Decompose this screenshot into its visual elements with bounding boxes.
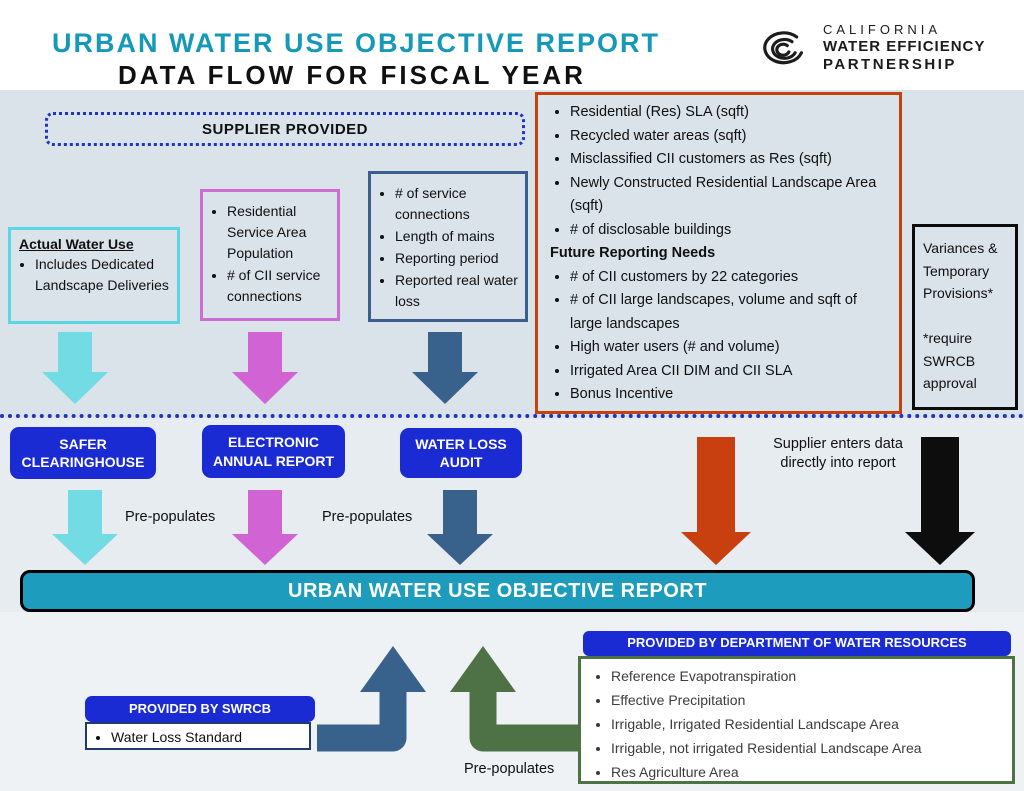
dotted-divider-line xyxy=(0,414,1024,418)
magenta-down-arrow-bottom xyxy=(232,490,298,565)
list-item: Misclassified CII customers as Res (sqft… xyxy=(570,148,891,172)
list-item: Effective Precipitation xyxy=(611,689,1004,712)
blue-down-arrow-bottom xyxy=(427,490,493,565)
list-item: Reported real water loss xyxy=(395,270,523,312)
page-subtitle: DATA FLOW FOR FISCAL YEAR xyxy=(118,60,586,90)
water-loss-audit-pill: WATER LOSS AUDIT xyxy=(400,428,522,478)
logo-wordmark: CALIFORNIA WATER EFFICIENCY PARTNERSHIP xyxy=(823,22,985,74)
pre-populates-label-2: Pre-populates xyxy=(322,509,413,525)
actual-water-use-list: Includes Dedicated Landscape Deliveries xyxy=(17,254,171,296)
supplier-direct-entry-label: Supplier enters data directly into repor… xyxy=(773,436,903,471)
list-item: Irrigable, not irrigated Residential Lan… xyxy=(611,737,1004,760)
dwr-content-box: Reference Evapotranspiration Effective P… xyxy=(578,656,1015,784)
urban-water-use-objective-report-bar: URBAN WATER USE OBJECTIVE REPORT xyxy=(20,570,975,612)
black-down-arrow xyxy=(905,437,975,565)
swrcb-list: Water Loss Standard xyxy=(91,727,305,747)
future-reporting-list: # of CII customers by 22 categories # of… xyxy=(548,266,891,407)
logo-line-california: CALIFORNIA xyxy=(823,22,942,37)
list-item: Res Agriculture Area xyxy=(611,761,1004,784)
calwep-logo: CALIFORNIA WATER EFFICIENCY PARTNERSHIP xyxy=(748,22,985,74)
list-item: Residential (Res) SLA (sqft) xyxy=(570,101,891,125)
list-item: # of disclosable buildings xyxy=(570,219,891,243)
supplier-provided-label: SUPPLIER PROVIDED xyxy=(45,112,525,146)
variances-footnote: *require SWRCB approval xyxy=(923,330,977,392)
residential-population-box: Residential Service Area Population # of… xyxy=(200,189,340,321)
actual-water-use-box: Actual Water Use Includes Dedicated Land… xyxy=(8,227,180,324)
magenta-down-arrow-top xyxy=(232,332,298,404)
list-item: Water Loss Standard xyxy=(111,727,305,747)
swirl-logo-icon xyxy=(763,31,803,64)
cyan-down-arrow-top xyxy=(42,332,108,404)
variances-box: Variances & Temporary Provisions* *requi… xyxy=(912,224,1018,410)
swrcb-elbow-arrow xyxy=(317,646,426,752)
list-item: Reporting period xyxy=(395,248,523,269)
list-item: Bonus Incentive xyxy=(570,383,891,407)
list-item: Includes Dedicated Landscape Deliveries xyxy=(35,254,171,296)
dwr-list: Reference Evapotranspiration Effective P… xyxy=(589,665,1004,784)
pre-populates-label-1: Pre-populates xyxy=(125,509,216,525)
actual-water-use-title: Actual Water Use xyxy=(19,236,134,252)
safer-clearinghouse-pill: SAFER CLEARINGHOUSE xyxy=(10,427,156,479)
provided-by-dwr-pill: PROVIDED BY DEPARTMENT OF WATER RESOURCE… xyxy=(583,631,1011,656)
landscape-data-box: Residential (Res) SLA (sqft) Recycled wa… xyxy=(535,92,902,414)
service-connections-box: # of service connections Length of mains… xyxy=(368,171,528,322)
list-item: Irrigated Area CII DIM and CII SLA xyxy=(570,360,891,384)
logo-line-water-efficiency: WATER EFFICIENCY xyxy=(823,37,986,55)
list-item: Newly Constructed Residential Landscape … xyxy=(570,172,891,219)
cyan-down-arrow-bottom xyxy=(52,490,118,565)
list-item: # of CII service connections xyxy=(227,265,335,307)
page-title: URBAN WATER USE OBJECTIVE REPORT xyxy=(52,28,661,58)
list-item: Recycled water areas (sqft) xyxy=(570,125,891,149)
orange-down-arrow xyxy=(681,437,751,565)
list-item: Irrigable, Irrigated Residential Landsca… xyxy=(611,713,1004,736)
list-item: Reference Evapotranspiration xyxy=(611,665,1004,688)
provided-by-swrcb-pill: PROVIDED BY SWRCB xyxy=(85,696,315,722)
list-item: # of service connections xyxy=(395,183,523,225)
service-connections-list: # of service connections Length of mains… xyxy=(375,183,523,312)
swrcb-content-box: Water Loss Standard xyxy=(85,722,311,750)
landscape-list: Residential (Res) SLA (sqft) Recycled wa… xyxy=(548,101,891,242)
list-item: Residential Service Area Population xyxy=(227,201,335,264)
future-reporting-needs-heading: Future Reporting Needs xyxy=(550,245,716,261)
list-item: Length of mains xyxy=(395,226,523,247)
logo-line-partnership: PARTNERSHIP xyxy=(823,55,957,73)
electronic-annual-report-pill: ELECTRONIC ANNUAL REPORT xyxy=(202,425,345,478)
list-item: # of CII large landscapes, volume and sq… xyxy=(570,289,891,336)
list-item: # of CII customers by 22 categories xyxy=(570,266,891,290)
spacer xyxy=(923,305,1007,327)
residential-list: Residential Service Area Population # of… xyxy=(207,201,335,307)
blue-down-arrow-top xyxy=(412,332,478,404)
dwr-elbow-arrow xyxy=(450,646,588,752)
pre-populates-label-3: Pre-populates xyxy=(464,761,555,777)
variances-text: Variances & Temporary Provisions* xyxy=(923,240,998,302)
list-item: High water users (# and volume) xyxy=(570,336,891,360)
